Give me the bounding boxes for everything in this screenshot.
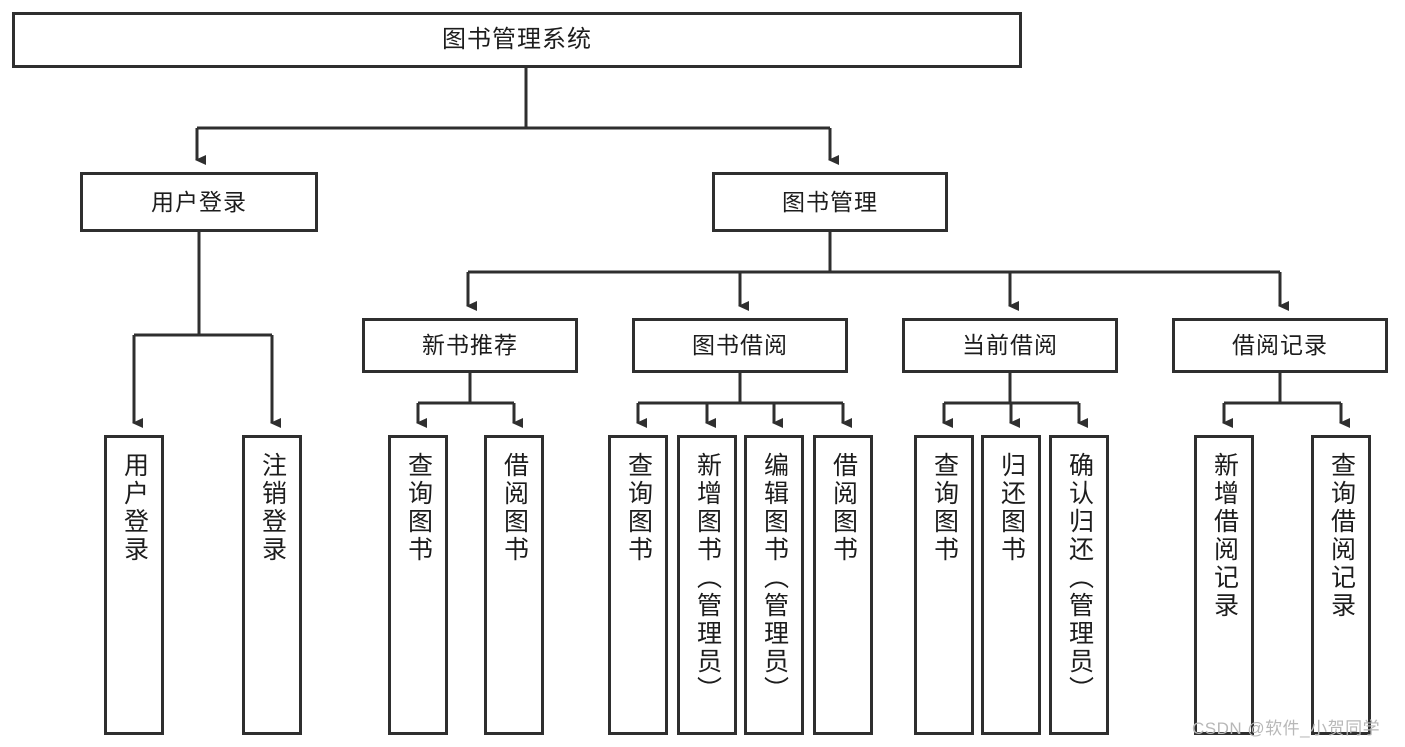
node-root-book-management-system[interactable]: 图书管理系统 bbox=[12, 12, 1022, 68]
node-leaf-borrow-book-recommend[interactable]: 借阅图书 bbox=[484, 435, 544, 735]
node-user-login[interactable]: 用户登录 bbox=[80, 172, 318, 232]
node-label: 借阅记录 bbox=[1232, 332, 1328, 358]
node-book-borrow[interactable]: 图书借阅 bbox=[632, 318, 848, 373]
node-label: 查询图书 bbox=[930, 452, 959, 564]
node-label: 图书管理系统 bbox=[442, 26, 592, 53]
node-leaf-user-login[interactable]: 用户登录 bbox=[104, 435, 164, 735]
node-label: 查询图书 bbox=[624, 452, 653, 564]
node-leaf-query-borrow-record[interactable]: 查询借阅记录 bbox=[1311, 435, 1371, 735]
watermark: CSDN @软件_小贺同学 bbox=[1192, 719, 1381, 738]
node-label: 用户登录 bbox=[120, 452, 149, 564]
node-label: 注销登录 bbox=[258, 452, 287, 564]
node-label: 新增借阅记录 bbox=[1210, 452, 1239, 620]
node-current-borrow[interactable]: 当前借阅 bbox=[902, 318, 1118, 373]
node-leaf-query-book-current[interactable]: 查询图书 bbox=[914, 435, 974, 735]
node-leaf-borrow-book[interactable]: 借阅图书 bbox=[813, 435, 873, 735]
node-new-book-recommend[interactable]: 新书推荐 bbox=[362, 318, 578, 373]
node-label: 查询图书 bbox=[404, 452, 433, 564]
node-label: 确认归还（管理员） bbox=[1065, 452, 1094, 704]
node-leaf-add-borrow-record[interactable]: 新增借阅记录 bbox=[1194, 435, 1254, 735]
node-borrow-record[interactable]: 借阅记录 bbox=[1172, 318, 1388, 373]
node-leaf-return-book[interactable]: 归还图书 bbox=[981, 435, 1041, 735]
node-label: 新书推荐 bbox=[422, 332, 518, 358]
node-leaf-logout[interactable]: 注销登录 bbox=[242, 435, 302, 735]
node-label: 借阅图书 bbox=[500, 452, 529, 564]
node-label: 图书借阅 bbox=[692, 332, 788, 358]
node-leaf-confirm-return-admin[interactable]: 确认归还（管理员） bbox=[1049, 435, 1109, 735]
node-label: 当前借阅 bbox=[962, 332, 1058, 358]
node-label: 编辑图书（管理员） bbox=[760, 452, 789, 704]
node-label: 归还图书 bbox=[997, 452, 1026, 564]
node-leaf-query-book-borrow[interactable]: 查询图书 bbox=[608, 435, 668, 735]
node-label: 图书管理 bbox=[782, 188, 878, 215]
node-leaf-add-book-admin[interactable]: 新增图书（管理员） bbox=[677, 435, 737, 735]
node-label: 用户登录 bbox=[151, 188, 247, 215]
node-label: 新增图书（管理员） bbox=[693, 452, 722, 704]
node-leaf-edit-book-admin[interactable]: 编辑图书（管理员） bbox=[744, 435, 804, 735]
node-label: 借阅图书 bbox=[829, 452, 858, 564]
node-leaf-query-book-recommend[interactable]: 查询图书 bbox=[388, 435, 448, 735]
node-label: 查询借阅记录 bbox=[1327, 452, 1356, 620]
node-book-management[interactable]: 图书管理 bbox=[712, 172, 948, 232]
